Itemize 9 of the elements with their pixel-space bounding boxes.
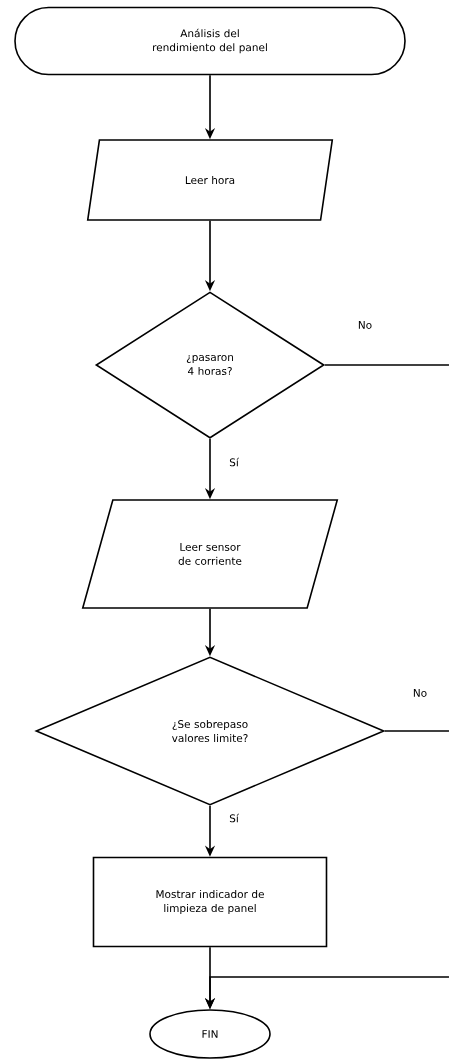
edge-label: No [356, 320, 374, 330]
end-terminal: FIN [149, 1009, 271, 1059]
input-parallelogram: Leer sensor de corriente [81, 499, 339, 609]
edge-label: Sí [228, 812, 240, 824]
edge-label: No [411, 688, 429, 698]
start-terminal: Análisis del rendimiento del panel [14, 6, 406, 76]
input-parallelogram: Leer hora [86, 139, 334, 221]
edge-label: Sí [228, 456, 240, 468]
process-box: Mostrar indicador de limpieza de panel [92, 856, 328, 948]
